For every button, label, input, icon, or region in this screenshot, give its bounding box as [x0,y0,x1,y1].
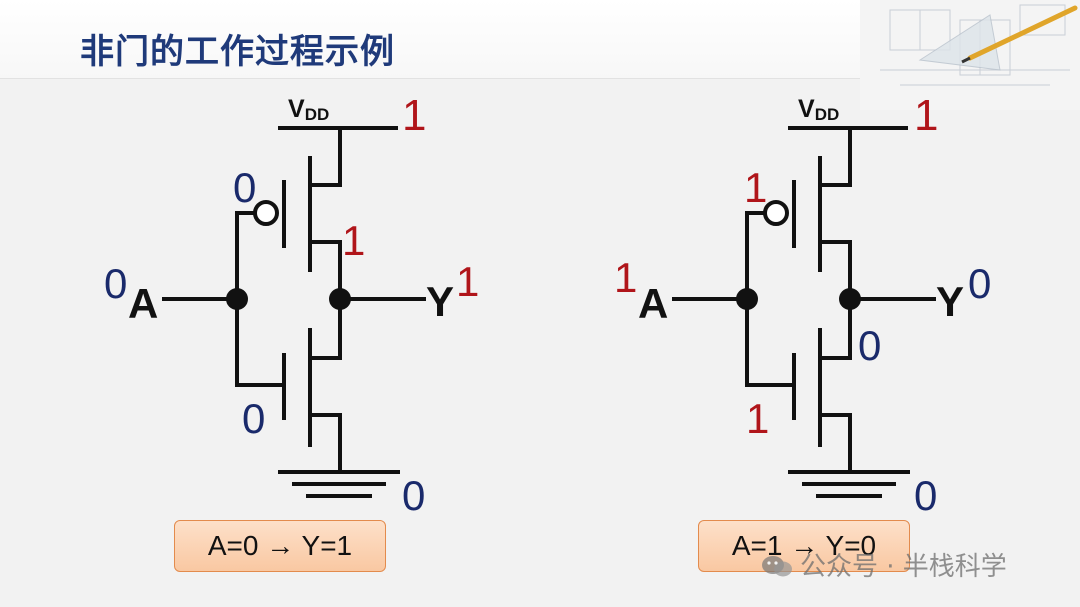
output-value: 0 [968,260,991,307]
output-value: 1 [456,258,479,305]
nmos-gate-value: 1 [746,395,769,442]
output-junction-dot [839,288,861,310]
input-label: A [638,280,668,327]
drain-node-value: 0 [858,322,881,369]
vdd-label: VDD [798,95,839,124]
output-junction-dot [329,288,351,310]
page-title: 非门的工作过程示例 [80,32,395,72]
nmos-gate-value: 0 [242,395,265,442]
pmos-inversion-bubble [253,200,279,226]
right-inverter-circuit: VDD 1 1 0 1 A Y 0 1 0 [614,91,991,519]
right-result-box: A=1 → Y=0 [698,520,910,572]
ground-value: 0 [402,472,425,519]
input-value: 0 [104,260,127,307]
drain-node-value: 1 [342,217,365,264]
wechat-icon [762,556,792,577]
pmos-gate-value: 1 [744,164,767,211]
input-junction-dot [736,288,758,310]
input-label: A [128,280,158,327]
input-junction-dot [226,288,248,310]
vdd-value: 1 [914,91,938,140]
left-result-box: A=0 → Y=1 [174,520,386,572]
vdd-label: VDD [288,95,329,124]
title-bar: 非门的工作过程示例 [0,0,1080,110]
vdd-value: 1 [402,91,426,140]
watermark: 公众号 · 半栈科学 [760,546,1007,583]
pmos-inversion-bubble [763,200,789,226]
watermark-text: 公众号 · 半栈科学 [800,552,1007,582]
output-label: Y [426,278,454,325]
ground-value: 0 [914,472,937,519]
left-inverter-circuit: VDD 1 0 1 0 A Y 1 0 0 [104,91,479,519]
output-label: Y [936,278,964,325]
pmos-gate-value: 0 [233,164,256,211]
drafting-decoration [860,0,1080,110]
input-value: 1 [614,254,637,301]
